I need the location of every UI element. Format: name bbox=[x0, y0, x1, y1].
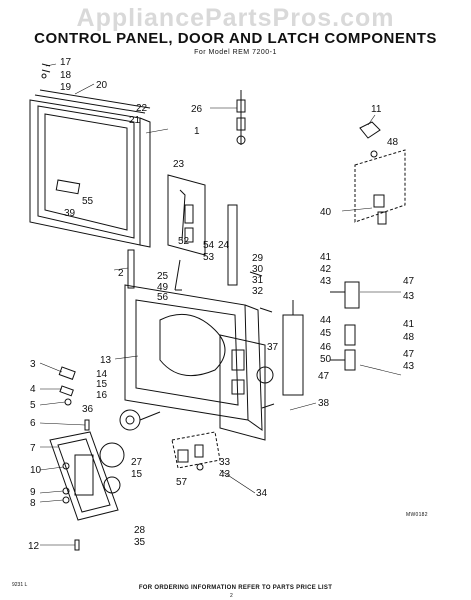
relay-assembly bbox=[171, 431, 221, 471]
callout-56: 56 bbox=[157, 292, 169, 303]
callout-9: 9 bbox=[30, 487, 36, 498]
door-assembly bbox=[29, 89, 151, 248]
callout-43b: 43 bbox=[403, 291, 415, 302]
callout-27: 27 bbox=[131, 457, 143, 468]
callout-44: 44 bbox=[320, 315, 332, 326]
drawing-code: MW0182 bbox=[406, 512, 428, 518]
callout-48a: 48 bbox=[387, 137, 399, 148]
callout-54: 54 bbox=[203, 240, 215, 251]
callout-48b: 48 bbox=[403, 332, 415, 343]
callout-14: 14 bbox=[96, 369, 108, 380]
callout-20: 20 bbox=[96, 80, 108, 91]
callout-24: 24 bbox=[218, 240, 230, 251]
hinge-strip bbox=[127, 249, 135, 289]
callout-57: 57 bbox=[176, 477, 188, 488]
small-fasteners bbox=[58, 366, 90, 551]
callout-47b: 47 bbox=[403, 349, 415, 360]
vertical-rail bbox=[227, 204, 238, 286]
callout-53: 53 bbox=[203, 252, 215, 263]
callout-3: 3 bbox=[30, 359, 36, 370]
callout-47c: 47 bbox=[318, 371, 330, 382]
callout-37: 37 bbox=[267, 342, 279, 353]
callout-41b: 41 bbox=[403, 319, 415, 330]
door-screws bbox=[41, 63, 51, 79]
callout-41a: 41 bbox=[320, 252, 332, 263]
watermark: AppliancePartsPros.com bbox=[76, 4, 395, 32]
callout-13: 13 bbox=[100, 355, 112, 366]
callout-25: 25 bbox=[157, 271, 169, 282]
callout-23: 23 bbox=[173, 159, 185, 170]
callout-39: 39 bbox=[64, 208, 76, 219]
callout-17: 17 bbox=[60, 57, 72, 68]
callout-52: 52 bbox=[178, 236, 190, 247]
callout-38: 38 bbox=[318, 398, 330, 409]
callout-18: 18 bbox=[60, 70, 72, 81]
callout-32: 32 bbox=[252, 286, 264, 297]
callout-29: 29 bbox=[252, 253, 264, 264]
timer-knob bbox=[119, 409, 161, 431]
callout-30: 30 bbox=[252, 264, 264, 275]
callout-35: 35 bbox=[134, 537, 146, 548]
latch-bracket bbox=[167, 174, 206, 291]
callout-26: 26 bbox=[191, 104, 203, 115]
control-frame bbox=[124, 284, 263, 431]
callout-7: 7 bbox=[30, 443, 36, 454]
page-title: CONTROL PANEL, DOOR AND LATCH COMPONENTS bbox=[34, 30, 437, 47]
callout-50: 50 bbox=[320, 354, 332, 365]
callout-43c: 43 bbox=[403, 361, 415, 372]
callout-12: 12 bbox=[28, 541, 40, 552]
callout-47a: 47 bbox=[403, 276, 415, 287]
callout-8: 8 bbox=[30, 498, 36, 509]
callout-6: 6 bbox=[30, 418, 36, 429]
callout-15a: 15 bbox=[96, 379, 108, 390]
callout-19: 19 bbox=[60, 82, 72, 93]
callout-33: 33 bbox=[219, 457, 231, 468]
callout-55: 55 bbox=[82, 196, 94, 207]
callout-10: 10 bbox=[30, 465, 42, 476]
callout-5: 5 bbox=[30, 400, 36, 411]
callout-43a: 43 bbox=[320, 276, 332, 287]
latch-lever bbox=[354, 121, 406, 225]
callout-34: 34 bbox=[256, 488, 268, 499]
callout-42: 42 bbox=[320, 264, 332, 275]
callout-46: 46 bbox=[320, 342, 332, 353]
callout-1: 1 bbox=[194, 126, 200, 137]
exploded-parts-diagram: 17 18 19 20 22 21 1 26 11 48 23 55 39 40… bbox=[28, 57, 415, 552]
latch-cord bbox=[236, 90, 246, 145]
callout-22: 22 bbox=[136, 103, 148, 114]
callout-15b: 15 bbox=[131, 469, 143, 480]
callout-21: 21 bbox=[129, 115, 141, 126]
callout-2: 2 bbox=[118, 268, 124, 279]
ordering-footer: FOR ORDERING INFORMATION REFER TO PARTS … bbox=[138, 585, 333, 591]
callout-45: 45 bbox=[320, 328, 332, 339]
callout-43d: 43 bbox=[219, 469, 231, 480]
control-panel bbox=[49, 431, 125, 521]
latch-bracket-right bbox=[330, 281, 360, 371]
page-number: 2 bbox=[230, 593, 233, 599]
callout-49: 49 bbox=[157, 282, 169, 293]
page-code: 9231 L bbox=[12, 582, 28, 588]
callout-11: 11 bbox=[371, 104, 382, 115]
callout-16: 16 bbox=[96, 390, 108, 401]
callout-31: 31 bbox=[252, 275, 264, 286]
callout-4: 4 bbox=[30, 384, 36, 395]
switch-panel bbox=[219, 300, 304, 441]
callout-36: 36 bbox=[82, 404, 94, 415]
callout-40: 40 bbox=[320, 207, 332, 218]
callout-28: 28 bbox=[134, 525, 146, 536]
mount-screws bbox=[249, 271, 275, 409]
model-subtitle: For Model REM 7200-1 bbox=[194, 49, 277, 56]
